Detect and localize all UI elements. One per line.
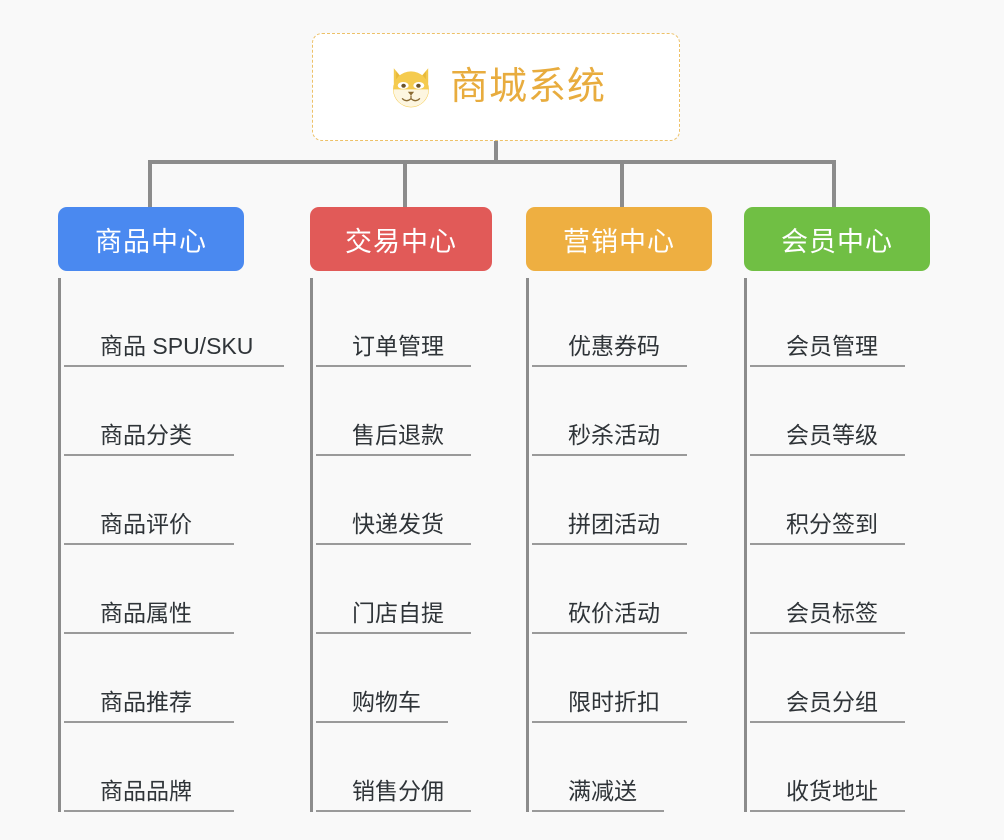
root-node[interactable]: 商城系统	[312, 33, 680, 141]
leaf-item[interactable]: 快递发货	[316, 456, 471, 545]
leaf-item[interactable]: 售后退款	[316, 367, 471, 456]
leaf-item[interactable]: 拼团活动	[532, 456, 687, 545]
category-header-3[interactable]: 营销中心	[526, 207, 712, 271]
leaf-label: 门店自提	[352, 600, 444, 626]
leaf-label: 会员管理	[786, 333, 878, 359]
leaf-label: 订单管理	[352, 333, 444, 359]
category-header-4[interactable]: 会员中心	[744, 207, 930, 271]
leaf-item[interactable]: 优惠券码	[532, 278, 687, 367]
leaf-label: 快递发货	[352, 511, 444, 537]
leaf-label: 商品 SPU/SKU	[100, 333, 254, 359]
leaf-label: 秒杀活动	[568, 422, 660, 448]
leaf-item[interactable]: 销售分佣	[316, 723, 471, 812]
leaf-label: 商品属性	[100, 600, 192, 626]
leaf-item[interactable]: 会员管理	[750, 278, 905, 367]
branch-column-3: 营销中心 优惠券码 秒杀活动 拼团活动 砍价活动 限时折扣 满减送	[526, 207, 756, 812]
connector-drop-4	[832, 160, 836, 208]
leaf-label: 拼团活动	[568, 511, 660, 537]
category-header-1[interactable]: 商品中心	[58, 207, 244, 271]
leaf-item[interactable]: 会员等级	[750, 367, 905, 456]
root-title: 商城系统	[449, 66, 606, 108]
connector-drop-2	[403, 160, 407, 208]
leaf-item[interactable]: 购物车	[316, 634, 448, 723]
branch-trunk-4: 会员管理 会员等级 积分签到 会员标签 会员分组 收货地址	[744, 278, 974, 812]
leaf-item[interactable]: 门店自提	[316, 545, 471, 634]
leaf-item[interactable]: 商品 SPU/SKU	[64, 278, 284, 367]
leaf-item[interactable]: 商品评价	[64, 456, 234, 545]
leaf-item[interactable]: 商品分类	[64, 367, 234, 456]
category-label-3: 营销中心	[563, 226, 675, 257]
leaf-item[interactable]: 商品属性	[64, 545, 234, 634]
leaf-label: 商品评价	[100, 511, 192, 537]
leaf-item[interactable]: 商品品牌	[64, 723, 234, 812]
leaf-label: 商品推荐	[100, 689, 192, 715]
category-label-2: 交易中心	[345, 226, 457, 257]
connector-drop-1	[148, 160, 152, 208]
branch-column-4: 会员中心 会员管理 会员等级 积分签到 会员标签 会员分组 收货地址	[744, 207, 974, 812]
branch-column-2: 交易中心 订单管理 售后退款 快递发货 门店自提 购物车 销售分佣	[310, 207, 540, 812]
branch-column-1: 商品中心 商品 SPU/SKU 商品分类 商品评价 商品属性 商品推荐 商品品牌	[58, 207, 308, 812]
category-label-4: 会员中心	[781, 226, 893, 257]
leaf-label: 限时折扣	[568, 689, 660, 715]
branch-trunk-1: 商品 SPU/SKU 商品分类 商品评价 商品属性 商品推荐 商品品牌	[58, 278, 308, 812]
leaf-item[interactable]: 订单管理	[316, 278, 471, 367]
category-label-1: 商品中心	[95, 226, 207, 257]
leaf-label: 满减送	[568, 778, 637, 804]
leaf-label: 砍价活动	[568, 600, 660, 626]
leaf-item[interactable]: 商品推荐	[64, 634, 234, 723]
leaf-label: 收货地址	[786, 778, 878, 804]
leaf-item[interactable]: 积分签到	[750, 456, 905, 545]
leaf-label: 会员标签	[786, 600, 878, 626]
connector-root-stem	[494, 141, 498, 163]
category-header-2[interactable]: 交易中心	[310, 207, 492, 271]
connector-drop-3	[620, 160, 624, 208]
branch-trunk-2: 订单管理 售后退款 快递发货 门店自提 购物车 销售分佣	[310, 278, 540, 812]
leaf-item[interactable]: 秒杀活动	[532, 367, 687, 456]
leaf-item[interactable]: 满减送	[532, 723, 664, 812]
leaf-label: 商品分类	[100, 422, 192, 448]
connector-horizontal-bus	[148, 160, 836, 164]
leaf-item[interactable]: 收货地址	[750, 723, 905, 812]
shiba-dog-face-icon	[393, 68, 429, 108]
leaf-label: 销售分佣	[352, 778, 444, 804]
leaf-label: 商品品牌	[100, 778, 192, 804]
leaf-label: 优惠券码	[568, 333, 660, 359]
leaf-label: 会员等级	[786, 422, 878, 448]
leaf-label: 积分签到	[786, 511, 878, 537]
leaf-item[interactable]: 限时折扣	[532, 634, 687, 723]
leaf-label: 购物车	[352, 689, 421, 715]
leaf-item[interactable]: 会员分组	[750, 634, 905, 723]
leaf-label: 会员分组	[786, 689, 878, 715]
leaf-label: 售后退款	[352, 422, 444, 448]
branch-trunk-3: 优惠券码 秒杀活动 拼团活动 砍价活动 限时折扣 满减送	[526, 278, 756, 812]
leaf-item[interactable]: 砍价活动	[532, 545, 687, 634]
leaf-item[interactable]: 会员标签	[750, 545, 905, 634]
